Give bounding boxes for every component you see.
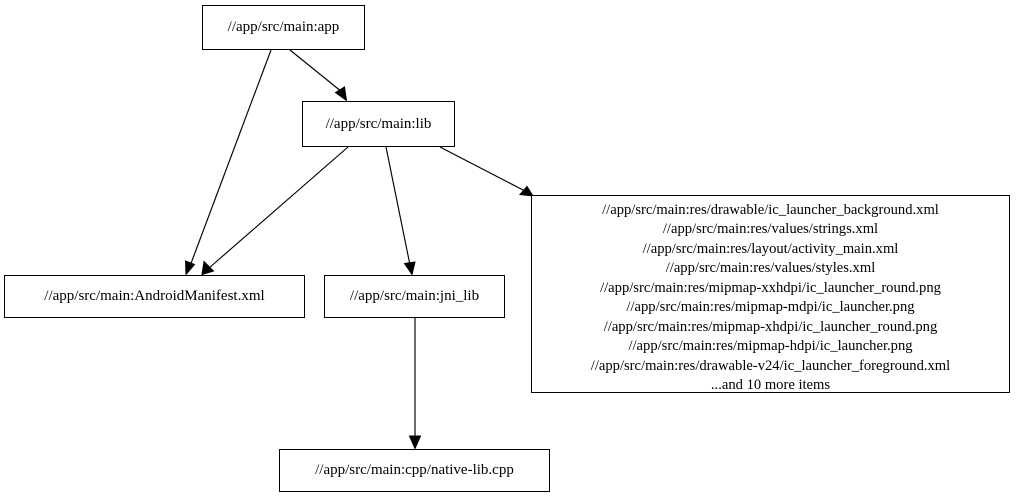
edge-lib-to-manifest [201, 146, 349, 276]
node-resources-list[interactable]: //app/src/main:res/drawable/ic_launcher_… [531, 195, 1010, 393]
node-android-manifest-label: //app/src/main:AndroidManifest.xml [44, 288, 265, 305]
node-android-manifest[interactable]: //app/src/main:AndroidManifest.xml [4, 275, 305, 318]
edge-app-to-lib [289, 49, 348, 102]
resource-item: //app/src/main:res/mipmap-xhdpi/ic_launc… [603, 318, 938, 335]
node-app[interactable]: //app/src/main:app [202, 5, 365, 50]
node-app-label: //app/src/main:app [227, 19, 340, 36]
edge-app-to-manifest [184, 49, 272, 276]
resource-item: //app/src/main:res/mipmap-xxhdpi/ic_laun… [600, 279, 941, 296]
node-native-lib-cpp-label: //app/src/main:cpp/native-lib.cpp [315, 462, 514, 479]
resource-overflow-label: ...and 10 more items [710, 377, 831, 394]
resource-item: //app/src/main:res/mipmap-hdpi/ic_launch… [628, 338, 913, 355]
node-lib-label: //app/src/main:lib [325, 115, 432, 132]
edge-jni-lib-to-native-lib [408, 318, 422, 450]
resource-item: //app/src/main:res/drawable-v24/ic_launc… [590, 357, 951, 374]
resource-item: //app/src/main:res/mipmap-mdpi/ic_launch… [626, 299, 915, 316]
node-lib[interactable]: //app/src/main:lib [302, 101, 455, 147]
resource-item: //app/src/main:res/drawable/ic_launcher_… [602, 202, 939, 218]
node-jni-lib-label: //app/src/main:jni_lib [349, 288, 480, 305]
resource-item: //app/src/main:res/layout/activity_main.… [642, 240, 899, 257]
node-native-lib-cpp[interactable]: //app/src/main:cpp/native-lib.cpp [279, 449, 550, 492]
edge-lib-to-resources [439, 146, 534, 197]
node-jni-lib[interactable]: //app/src/main:jni_lib [324, 275, 505, 318]
resource-item: //app/src/main:res/values/strings.xml [662, 221, 879, 238]
resource-item: //app/src/main:res/values/styles.xml [665, 260, 876, 277]
edge-lib-to-jni-lib [385, 146, 416, 276]
